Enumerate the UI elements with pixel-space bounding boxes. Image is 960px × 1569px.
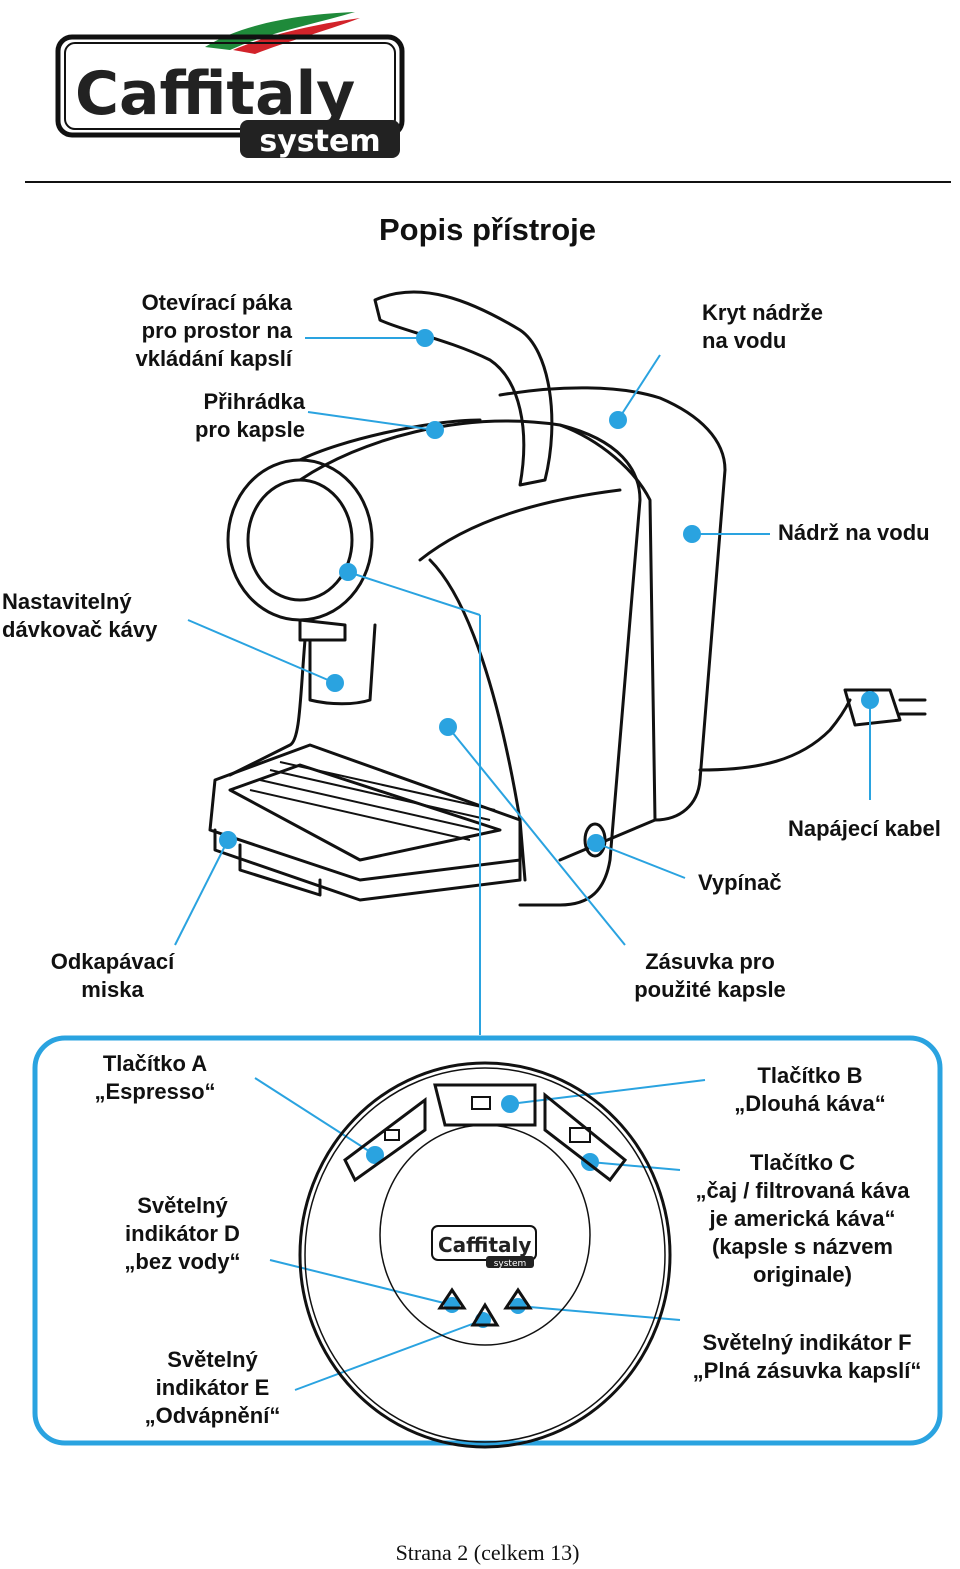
page-title: Popis přístroje bbox=[378, 212, 597, 247]
label-capsule-compartment: Přihrádka pro kapsle bbox=[194, 389, 305, 442]
drip-tray-grid bbox=[249, 761, 496, 841]
logo-brand-text: Caffitaly bbox=[75, 59, 355, 129]
panel-logo: Caffitaly system bbox=[431, 1225, 537, 1269]
header-rule bbox=[25, 181, 951, 183]
label-indicator-f: Světelný indikátor F „Plná zásuvka kapsl… bbox=[692, 1330, 922, 1383]
leader-lines bbox=[174, 337, 871, 1391]
label-used-capsule-drawer: Zásuvka pro použité kapsle bbox=[634, 949, 786, 1002]
label-button-c: Tlačítko C „čaj / filtrovaná káva je ame… bbox=[695, 1150, 910, 1287]
label-water-tank: Nádrž na vodu bbox=[778, 520, 930, 545]
page-footer: Strana 2 (celkem 13) bbox=[395, 1540, 580, 1565]
label-button-a: Tlačítko A „Espresso“ bbox=[94, 1051, 216, 1104]
control-panel-frame bbox=[32, 1035, 943, 1446]
machine-outline bbox=[208, 290, 927, 907]
label-indicator-e: Světelný indikátor E „Odvápnění“ bbox=[144, 1347, 281, 1428]
caffitaly-logo: Caffitaly system bbox=[55, 12, 405, 159]
label-button-b: Tlačítko B „Dlouhá káva“ bbox=[734, 1063, 886, 1116]
label-indicator-d: Světelný indikátor D „bez vody“ bbox=[124, 1193, 241, 1274]
label-power-switch: Vypínač bbox=[698, 870, 782, 895]
label-drip-tray: Odkapávací miska bbox=[50, 949, 175, 1002]
label-power-cable: Napájecí kabel bbox=[788, 816, 941, 841]
label-tank-cover: Kryt nádrže na vodu bbox=[702, 300, 824, 353]
label-lever: Otevírací páka pro prostor na vkládání k… bbox=[135, 290, 292, 371]
label-dispenser: Nastavitelný dávkovač kávy bbox=[2, 589, 158, 642]
cup-icons bbox=[384, 1096, 591, 1143]
logo-sub-text: system bbox=[259, 124, 380, 159]
control-panel-disc bbox=[298, 1061, 672, 1449]
panel-logo-sub: system bbox=[494, 1259, 527, 1269]
panel-logo-brand: Caffitaly bbox=[438, 1233, 531, 1257]
